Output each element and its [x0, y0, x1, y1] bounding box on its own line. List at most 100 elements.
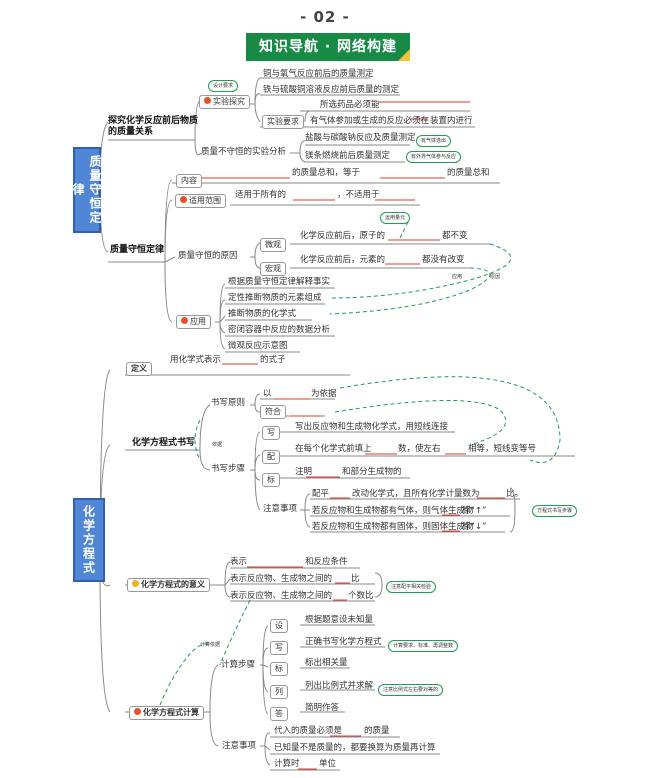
- req-item-1: 所选药品必须能: [320, 100, 380, 110]
- calc-step-2-text: 正确书写化学方程式: [305, 637, 382, 647]
- node-calculation-label: 化学方程式计算: [143, 708, 199, 717]
- calc-step-1: 设: [270, 619, 288, 633]
- def-text-2: 的式子: [260, 355, 286, 365]
- calc-step-3-text: 标出相关量: [305, 658, 348, 668]
- banner-corner-decoration: [398, 49, 410, 61]
- node-content: 内容: [176, 174, 202, 188]
- node-definition: 定义: [126, 362, 152, 376]
- red-dot-icon: [181, 317, 188, 324]
- note-text-1: 配平: [312, 489, 330, 499]
- red-dot-icon: [180, 196, 187, 203]
- def-text-1: 用化学式表示: [170, 355, 222, 365]
- calc-step-4: 列: [270, 685, 288, 699]
- branch-explore-title: 探究化学反应前后物质的质量关系: [108, 116, 199, 137]
- calc-note-4: 计算时: [274, 759, 300, 769]
- side-label-apply: 应用: [452, 274, 463, 280]
- node-application-label: 应用: [190, 317, 206, 326]
- node-calculation: 化学方程式计算: [129, 706, 204, 720]
- red-dot-icon: [204, 97, 211, 104]
- micro-text-2: 都不变: [442, 231, 468, 241]
- meaning-text-4: 比: [351, 574, 360, 584]
- principle-text-1: 以: [263, 389, 272, 399]
- calc-step-5: 答: [270, 707, 288, 721]
- section-banner: 知识导航 · 网络构建: [246, 33, 410, 61]
- step-balance: 配: [262, 450, 280, 464]
- step-write: 写: [262, 426, 280, 440]
- root-chemical-equation: 化学方程式: [73, 498, 105, 582]
- node-calc-notes: 注意事项: [222, 741, 257, 751]
- node-writing: 化学方程式书写: [132, 438, 196, 448]
- exp-item-2: 铁与硫酸铜溶液反应前后质量的测定: [263, 85, 400, 95]
- node-micro: 微观: [260, 238, 286, 252]
- app-item-3: 推断物质的化学式: [228, 309, 297, 319]
- calc-step-1-text: 根据题意设未知量: [305, 615, 374, 625]
- ana-item-1: 盐酸与碳酸钠反应及质量测定: [305, 133, 416, 143]
- principle-text-2: 为依据: [311, 389, 337, 399]
- node-requirements: 实验要求: [262, 115, 304, 129]
- node-experiment: 实验探究: [199, 95, 250, 109]
- req-item-2: 有气体参加或生成的反应必须在: [310, 116, 430, 126]
- side-label-basis: 依据: [212, 442, 223, 448]
- node-notes: 注意事项: [263, 504, 298, 514]
- note-text-5: 标“↑”: [462, 506, 487, 516]
- node-analysis: 质量不守恒的实验分析: [201, 147, 287, 157]
- calc-note-1: 代入的质量必须是: [274, 726, 343, 736]
- content-text-2: 的质量总和: [447, 168, 490, 178]
- meaning-text-1: 表示: [230, 557, 248, 567]
- calc-note-2: 的质量: [364, 726, 390, 736]
- app-item-5: 微观反应示意图: [228, 341, 288, 351]
- node-calc-steps: 计算步骤: [221, 660, 256, 670]
- ana-item-2: 镁条燃烧前后质量测定: [305, 151, 391, 161]
- step-write-text: 写出反应物和生成物化学式，用短线连接: [295, 422, 449, 432]
- red-dot-icon: [134, 708, 141, 715]
- node-reason: 质量守恒的原因: [178, 251, 238, 261]
- bubble-quantity: 运用量元: [380, 212, 411, 224]
- app-item-1: 根据质量守恒定律解释事实: [228, 277, 331, 287]
- node-steps: 书写步骤: [211, 464, 246, 474]
- principle-text-3: 符合: [260, 405, 286, 419]
- step-mark: 标: [262, 473, 280, 487]
- section-number: - 02 -: [300, 8, 350, 26]
- node-experiment-label: 实验探究: [213, 97, 245, 106]
- calc-note-3: 已知量不是质量的，都要换算为质量再计算: [274, 743, 436, 753]
- note-text-6: 若反应物和生成物都有固体，则固体生成物: [312, 522, 474, 532]
- step-mark-text-1: 注明: [295, 467, 313, 477]
- calc-note-5: 单位: [319, 759, 337, 769]
- step-balance-text-2: 数，使左右: [398, 444, 441, 454]
- step-balance-text-3: 相等，短线变等号: [468, 444, 537, 454]
- note-text-2: 改动化学式，且所有化学计量数为: [352, 489, 480, 499]
- node-scope-label: 适用范围: [189, 196, 221, 205]
- calc-step-2: 写: [270, 641, 288, 655]
- node-application: 应用: [176, 315, 211, 329]
- bubble-design: 设计要求: [208, 80, 239, 92]
- macro-text-2: 都没有改变: [422, 255, 465, 265]
- macro-text-1: 化学反应前后，元素的: [300, 255, 386, 265]
- yellow-dot-icon: [132, 580, 139, 587]
- bubble-meaning: 注意配平相关检验: [386, 581, 437, 593]
- node-scope: 适用范围: [175, 194, 226, 208]
- exp-item-1: 铜与氧气反应前后的质量测定: [263, 69, 374, 79]
- bubble-calc-ratio: 注意比例式左右要对等的: [378, 684, 444, 696]
- bubble-write-steps: 方程式书写步骤: [532, 505, 578, 517]
- bubble-gas-escape: 有气体逸出: [416, 135, 452, 147]
- note-text-7: 标“↓”: [462, 522, 487, 532]
- micro-text-1: 化学反应前后，原子的: [300, 231, 386, 241]
- calc-step-4-text: 列出比例式并求解: [305, 681, 374, 691]
- req-item-3: 装置内进行: [430, 116, 473, 126]
- note-text-3: 比。: [506, 489, 524, 499]
- step-mark-text-2: 和部分生成物的: [342, 467, 402, 477]
- bubble-calc-write: 计算要求、标准、再调整数: [388, 640, 459, 652]
- side-label-calc-basis: 计算依据: [200, 642, 221, 648]
- meaning-text-6: 个数比: [348, 591, 374, 601]
- node-principle: 书写原则: [211, 398, 246, 408]
- calc-step-5-text: 简明作答: [305, 703, 340, 713]
- node-macro: 宏观: [260, 262, 286, 276]
- node-meaning-label: 化学方程式的意义: [141, 580, 205, 589]
- scope-text-1: 适用于所有的: [235, 190, 287, 200]
- branch-law-title: 质量守恒定律: [110, 245, 165, 255]
- step-balance-text-1: 在每个化学式前填上: [295, 444, 372, 454]
- side-label-reason: 原因: [490, 274, 501, 280]
- meaning-text-2: 和反应条件: [305, 557, 348, 567]
- root-conservation-law: 质量守恒定律: [71, 147, 102, 233]
